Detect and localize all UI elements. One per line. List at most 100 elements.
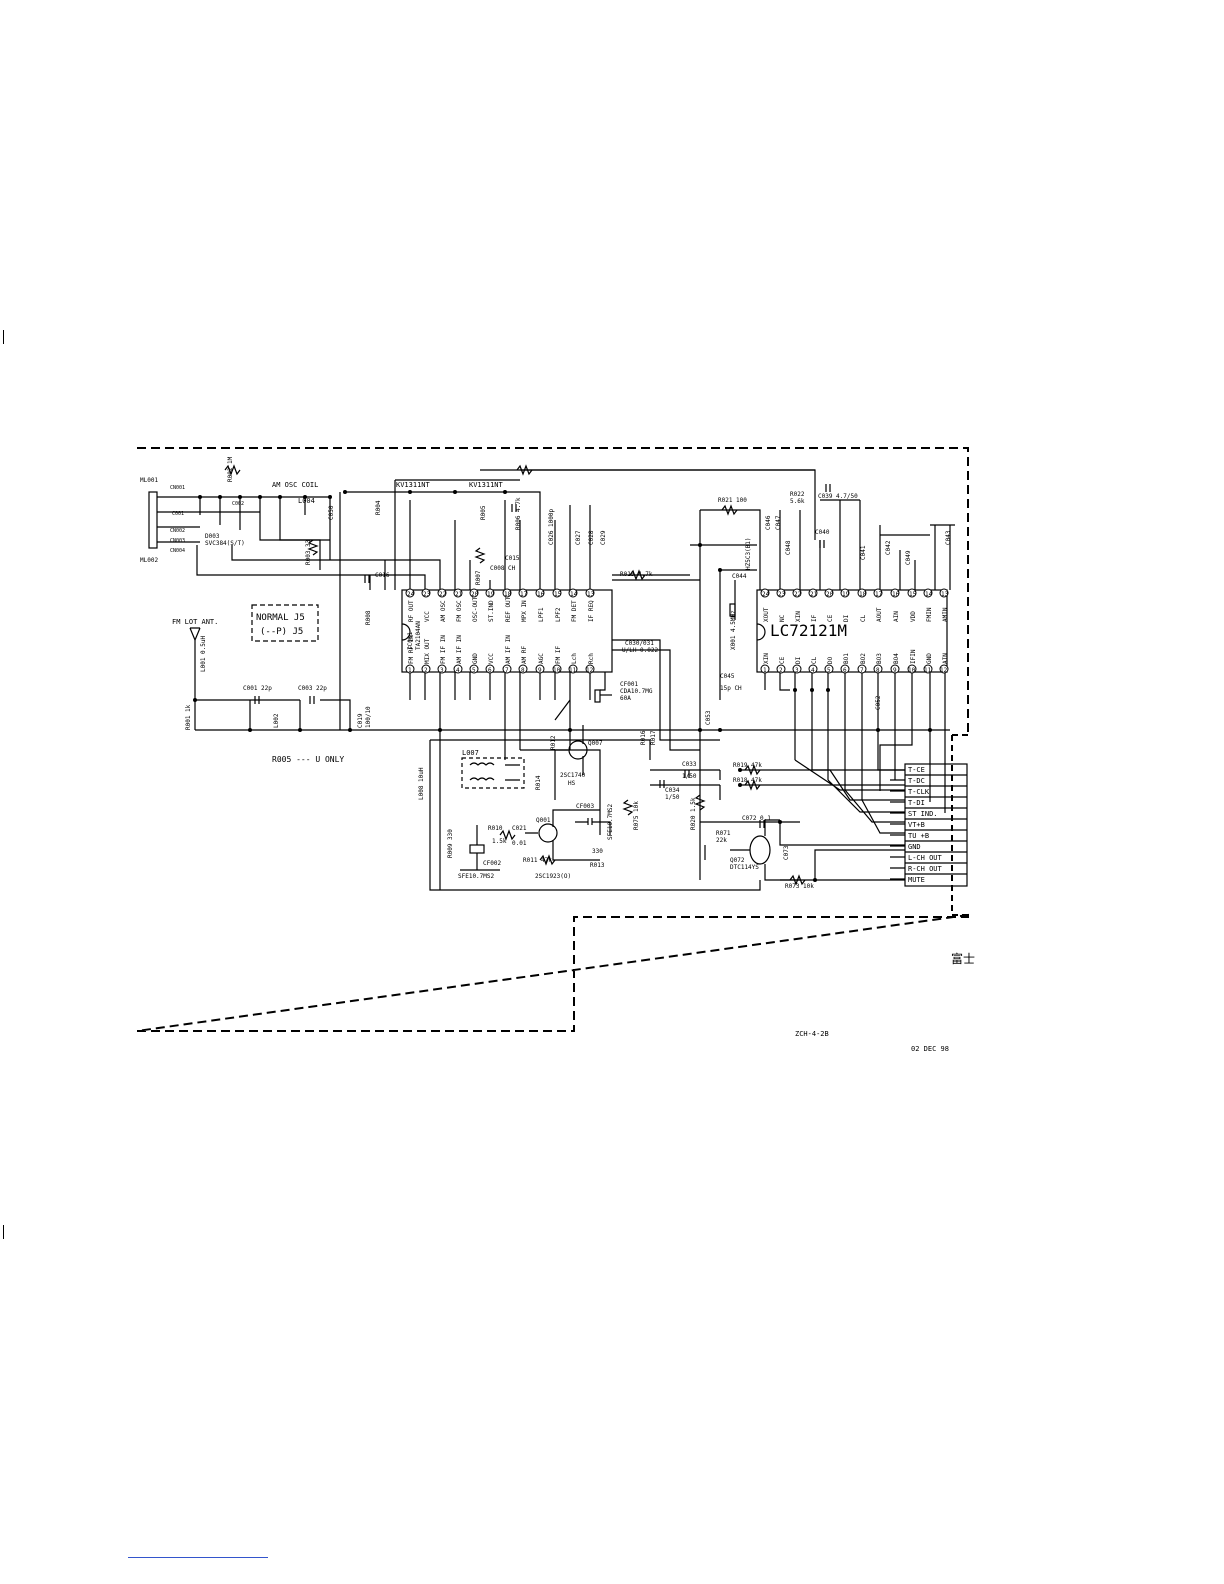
- r012-label: R012: [550, 735, 557, 750]
- l001-label: L001 0.5uH: [200, 635, 207, 672]
- tuner-pin-bottom-4: 5: [472, 667, 476, 674]
- main-label-bottom-6: BO2: [860, 653, 867, 664]
- main-label-top-0: XOUT: [763, 607, 770, 622]
- main-pin-top-6: 18: [859, 591, 867, 598]
- main-label-bottom-10: GND: [926, 653, 933, 664]
- main-pin-bottom-8: 9: [893, 667, 897, 674]
- c053-label: C053: [705, 710, 712, 725]
- svc-label: SVC384(S/T): [205, 540, 245, 547]
- c019-val: 100/10: [365, 706, 372, 728]
- c045-label: C045: [720, 673, 735, 680]
- main-pin-bottom-2: 3: [795, 667, 799, 674]
- r019-label: R019 47k: [733, 762, 762, 769]
- r022-val: 5.6k: [790, 498, 805, 505]
- tuner-label-top-3: FM OSC: [456, 600, 463, 622]
- main-pin-top-3: 21: [810, 591, 818, 598]
- c021-label: C021: [512, 825, 527, 832]
- fm-lot-ant-label: FM LOT ANT.: [172, 618, 218, 626]
- c029-label: C029: [600, 530, 607, 545]
- cf001-part: CDA10.7MG: [620, 688, 653, 695]
- hz-label: HZ5C3(B1): [745, 537, 752, 570]
- varicap1-label: KV1311NT: [396, 481, 431, 489]
- tuner-label-top-6: REF OUT: [505, 596, 512, 622]
- c072-label: C072 0.1: [742, 815, 771, 822]
- main-pin-top-2: 22: [794, 591, 802, 598]
- tuner-label-bottom-2: FM IF IN: [440, 635, 447, 664]
- main-label-top-5: DI: [843, 614, 850, 622]
- c002-label: C002: [232, 501, 244, 507]
- main-pin-bottom-11: 12: [940, 667, 948, 674]
- terminal-vt-b: VT+B: [908, 821, 925, 829]
- tuner-pin-bottom-0: 1: [408, 667, 412, 674]
- c034-val: 1/50: [665, 794, 680, 801]
- main-label-top-6: CL: [860, 614, 867, 622]
- tuner-label-bottom-0: FM RF IN: [408, 635, 415, 664]
- main-label-bottom-5: BO1: [843, 653, 850, 664]
- tuner-pin-top-1: 23: [423, 591, 431, 598]
- main-pin-bottom-7: 8: [876, 667, 880, 674]
- ic001-part: TA2104AN: [415, 621, 422, 650]
- x001-label: X001 4.5MHz: [730, 610, 737, 650]
- main-label-bottom-9: IFIN: [910, 649, 917, 664]
- main-label-top-4: CE: [827, 614, 834, 622]
- stamp-mark: 富士: [951, 951, 975, 966]
- c052-label: C052: [875, 695, 882, 710]
- c047-label: C047: [775, 515, 782, 530]
- c026-label: C026 1000p: [548, 508, 555, 545]
- q001-part: 2SC1923(O): [535, 873, 571, 880]
- main-pin-bottom-0: 1: [763, 667, 767, 674]
- tuner-pin-top-4: 20: [471, 591, 479, 598]
- normal-box-line1: NORMAL J5: [256, 613, 305, 623]
- terminal-l-ch-out: L-CH OUT: [908, 854, 943, 862]
- q007-part: 2SC1740: [560, 772, 586, 779]
- main-pin-top-1: 23: [778, 591, 786, 598]
- tuner-label-bottom-4: GND: [472, 653, 479, 664]
- terminal-t-clk: T-CLK: [908, 788, 930, 796]
- r022-label: R022: [790, 491, 805, 498]
- main-label-top-1: NC: [779, 614, 786, 622]
- c019-label: C019: [357, 713, 364, 728]
- main-label-bottom-7: BO3: [876, 653, 883, 664]
- main-pin-top-8: 16: [892, 591, 900, 598]
- c044-label: C044: [732, 573, 747, 580]
- tuner-pin-bottom-1: 2: [424, 667, 428, 674]
- sfe2-label: SFE10.7MS2: [607, 803, 614, 840]
- c015-label: C015: [505, 555, 520, 562]
- sfe1-label: SFE10.7MS2: [458, 873, 495, 880]
- c030-val: U/LH-0.022: [622, 647, 659, 654]
- c008-label: C008 CH: [490, 565, 516, 572]
- ml001-label: ML001: [140, 477, 158, 484]
- tuner-pin-top-2: 22: [439, 591, 447, 598]
- left-margin-mark-top: [3, 330, 4, 344]
- main-pin-top-10: 14: [925, 591, 933, 598]
- c003-label: C003 22p: [298, 685, 327, 692]
- l008-label: L008 10uH: [418, 767, 425, 800]
- tuner-label-bottom-1: MIX OUT: [424, 638, 431, 664]
- footer-link-line: [128, 1557, 268, 1558]
- main-pin-bottom-10: 11: [924, 667, 932, 674]
- r071-label: R071: [716, 830, 731, 837]
- r001-label: R001 1k: [185, 704, 192, 730]
- tuner-pin-top-0: 24: [407, 591, 415, 598]
- r013-label: R013: [590, 862, 605, 869]
- r002-label: R002 1M: [227, 456, 234, 482]
- tuner-label-top-8: LPF1: [538, 607, 545, 622]
- r008-label: R008: [365, 610, 372, 625]
- tuner-label-bottom-10: Lch: [571, 653, 578, 664]
- c046-label: C046: [765, 515, 772, 530]
- tuner-label-top-4: OSC-OUT: [472, 596, 479, 622]
- tuner-label-top-7: MPX IN: [521, 600, 528, 622]
- tuner-label-top-11: IF REQ: [588, 600, 595, 622]
- tuner-pin-bottom-11: 12: [586, 667, 594, 674]
- main-pin-bottom-3: 4: [811, 667, 815, 674]
- cn003-label: CN003: [170, 538, 185, 544]
- q072-label: Q072: [730, 857, 745, 864]
- q001-label: Q001: [536, 817, 551, 824]
- main-label-bottom-4: DO: [827, 656, 834, 664]
- r015-label: R015 4.7k: [620, 571, 653, 578]
- tuner-pin-bottom-7: 8: [521, 667, 525, 674]
- am-osc-coil-label: AM OSC COIL: [272, 481, 318, 489]
- q007-suffix: HS: [568, 780, 576, 787]
- r005-label: R005: [480, 505, 487, 520]
